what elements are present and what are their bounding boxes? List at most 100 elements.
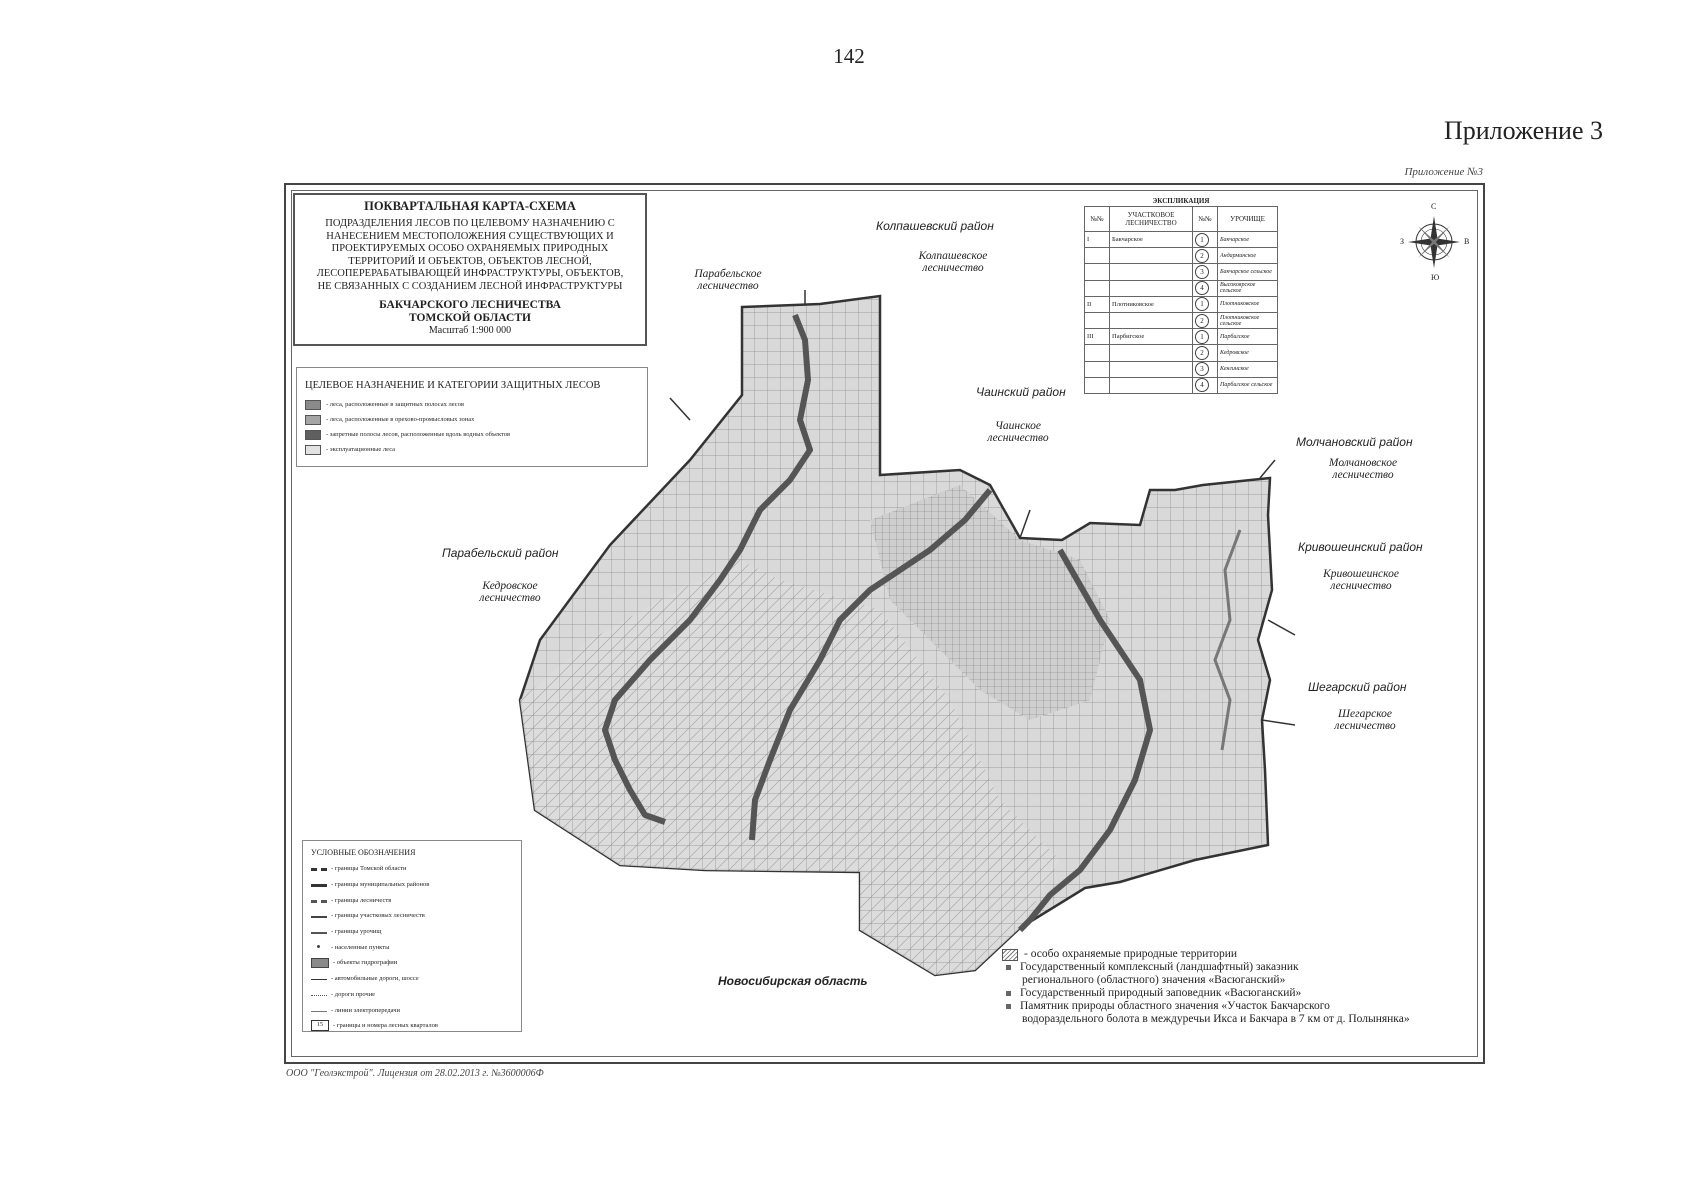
legend-label: - границы муниципальных районов — [331, 881, 430, 889]
legend-symbol-icon — [311, 915, 327, 918]
row-num — [1084, 247, 1110, 265]
row-idx: 2 — [1195, 345, 1209, 360]
row-forestry — [1109, 311, 1193, 330]
legend-item: - границы Томской области — [311, 861, 515, 877]
category-item: - эксплуатационные леса — [305, 442, 637, 457]
map-frame — [284, 183, 1485, 1064]
compass-north: С — [1431, 202, 1437, 211]
map-description: ПОДРАЗДЕЛЕНИЯ ЛЕСОВ ПО ЦЕЛЕВОМУ НАЗНАЧЕН… — [316, 218, 624, 292]
category-item: - запретные полосы лесов, расположенные … — [305, 427, 637, 442]
row-idx: 2 — [1195, 248, 1209, 263]
oopt-item: Памятник природы областного значения «Уч… — [1002, 1000, 1482, 1013]
row-forestry — [1109, 344, 1193, 362]
legend-item: 15- границы и номера лесных кварталов — [311, 1018, 515, 1034]
legend-item: - границы муниципальных районов — [311, 877, 515, 893]
category-label: - леса, расположенные в защитных полосах… — [326, 401, 465, 408]
row-num — [1084, 344, 1110, 362]
river-west — [602, 313, 813, 825]
row-tract: Бакчарское сельское — [1217, 263, 1278, 281]
category-label: - запретные полосы лесов, расположенные … — [326, 431, 511, 438]
dense-central-area — [870, 485, 1110, 720]
legend-item: - объекты гидрографии — [311, 955, 515, 971]
legend-label: - границы урочищ — [331, 928, 382, 936]
license-note: ООО "Геолэкстрой". Лицензия от 28.02.201… — [286, 1068, 544, 1079]
legend-symbol-icon — [311, 979, 327, 981]
label-molchanovo-district: Молчановский район — [1296, 435, 1413, 449]
oopt-item-text: Государственный природный заповедник «Ва… — [1020, 987, 1302, 999]
legend-label: - дороги прочие — [331, 990, 376, 998]
row-idx: 2 — [1195, 313, 1209, 328]
legend-item: - границы участковых лесничеств — [311, 908, 515, 924]
explication-title: ЭКСПЛИКАЦИЯ — [1152, 197, 1210, 205]
symbols-legend: УСЛОВНЫЕ ОБОЗНАЧЕНИЯ - границы Томской о… — [302, 840, 522, 1032]
row-tract: Парбигское сельское — [1217, 376, 1278, 394]
row-idx: 1 — [1195, 297, 1209, 312]
label-novosibirsk-region: Новосибирская область — [718, 974, 868, 988]
explication-header: №№ — [1192, 206, 1218, 232]
legend-item: - автомобильные дороги, шоссе — [311, 971, 515, 987]
protected-area-south — [520, 560, 1060, 975]
explication-header: №№ — [1084, 206, 1110, 232]
table-row: 2 Плотниковское сельское — [1084, 311, 1278, 330]
map-note: Приложение №3 — [1404, 166, 1483, 178]
row-forestry: Парбигское — [1109, 328, 1193, 346]
category-label: - леса, расположенные в орехово-промысло… — [326, 416, 475, 423]
row-tract: Плотниковское сельское — [1217, 311, 1278, 330]
legend-symbol-icon — [311, 884, 327, 888]
forestry-name-1: БАКЧАРСКОГО ЛЕСНИЧЕСТВА — [379, 298, 561, 311]
oopt-header: - особо охраняемые природные территории — [1024, 948, 1238, 960]
oopt-item-text: Памятник природы областного значения «Уч… — [1020, 1000, 1330, 1012]
legend-symbol-icon — [311, 1010, 327, 1012]
row-forestry: Плотниковское — [1109, 295, 1193, 313]
category-item: - леса, расположенные в орехово-промысло… — [305, 412, 637, 427]
legend-label: - границы Томской области — [331, 865, 407, 873]
row-forestry — [1109, 376, 1193, 394]
label-parabel-district: Парабельский район — [442, 546, 559, 560]
legend-item: - населенные пункты — [311, 939, 515, 955]
map-title-box: ПОКВАРТАЛЬНАЯ КАРТА-СХЕМА ПОДРАЗДЕЛЕНИЯ … — [293, 193, 647, 346]
map-inner-frame — [291, 190, 1478, 1057]
map-title: ПОКВАРТАЛЬНАЯ КАРТА-СХЕМА — [364, 199, 576, 213]
categories-title: ЦЕЛЕВОЕ НАЗНАЧЕНИЕ И КАТЕГОРИИ ЗАЩИТНЫХ … — [305, 380, 601, 391]
row-idx: 3 — [1195, 264, 1209, 279]
oopt-item: Государственный природный заповедник «Ва… — [1002, 987, 1482, 1000]
protected-areas-legend: - особо охраняемые природные территории … — [1002, 948, 1482, 1026]
row-forestry — [1109, 360, 1193, 378]
label-parabel-forestry: Парабельское лесничество — [694, 268, 762, 292]
category-swatch — [305, 414, 321, 425]
category-label: - эксплуатационные леса — [326, 446, 396, 453]
appendix-title: Приложение 3 — [1443, 116, 1603, 145]
label-kedrovoe-forestry: Кедровское лесничество — [479, 580, 541, 604]
label-shegarsky-district: Шегарский район — [1308, 680, 1407, 694]
row-num: I — [1084, 230, 1110, 249]
row-tract: Андарминское — [1217, 247, 1278, 265]
table-row: 2 Андарминское — [1084, 247, 1278, 265]
row-num — [1084, 360, 1110, 378]
row-idx: 1 — [1195, 329, 1209, 344]
legend-item: - дороги прочие — [311, 987, 515, 1003]
category-swatch — [305, 429, 321, 440]
compass-south: Ю — [1431, 273, 1440, 282]
explication-table: ЭКСПЛИКАЦИЯ №№ УЧАСТКОВОЕ ЛЕСНИЧЕСТВО №№… — [1084, 197, 1278, 413]
category-swatch — [305, 444, 321, 455]
compass-east: В — [1464, 237, 1470, 246]
legend-label: - линии электропередачи — [331, 1006, 400, 1014]
row-tract: Парбигское — [1217, 328, 1278, 346]
row-forestry — [1109, 263, 1193, 281]
categories-legend: ЦЕЛЕВОЕ НАЗНАЧЕНИЕ И КАТЕГОРИИ ЗАЩИТНЫХ … — [296, 367, 648, 467]
row-idx: 4 — [1195, 378, 1209, 393]
label-krivosheino-district: Кривошеинский район — [1298, 540, 1423, 554]
river-east-branch — [1213, 529, 1242, 751]
label-krivosheino-forestry: Кривошеинское лесничество — [1323, 568, 1399, 592]
oopt-item-text: Государственный комплексный (ландшафтный… — [1020, 961, 1299, 973]
category-item: - леса, расположенные в защитных полосах… — [305, 397, 637, 412]
river-east — [1017, 548, 1153, 933]
label-shegarsky-forestry: Шегарское лесничество — [1334, 708, 1396, 732]
row-tract: Плотниковское — [1217, 295, 1278, 313]
oopt-header-row: - особо охраняемые природные территории — [1002, 948, 1482, 961]
explication-header: УЧАСТКОВОЕ ЛЕСНИЧЕСТВО — [1109, 206, 1193, 232]
row-tract: Бакчарское — [1217, 230, 1278, 249]
legend-label: - автомобильные дороги, шоссе — [331, 975, 419, 983]
